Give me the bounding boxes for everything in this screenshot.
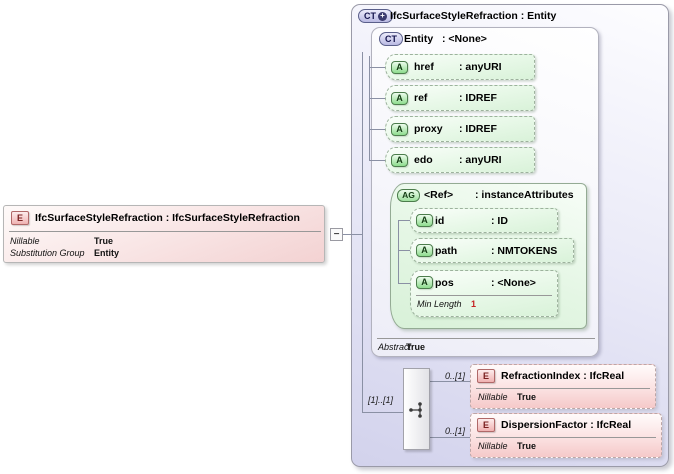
attribute-box-href[interactable]: A href : anyURI bbox=[385, 54, 535, 80]
global-element-title: IfcSurfaceStyleRefraction : IfcSurfaceSt… bbox=[35, 212, 300, 224]
sequence-icon bbox=[409, 402, 422, 418]
attribute-type: : <None> bbox=[491, 277, 536, 289]
attribute-name: path bbox=[435, 245, 458, 257]
attribute-group-type: : instanceAttributes bbox=[475, 189, 574, 201]
nillable-value: True bbox=[517, 441, 537, 451]
connector-line bbox=[369, 98, 387, 99]
attribute-box-path[interactable]: A path : NMTOKENS bbox=[410, 238, 574, 263]
connector-line bbox=[369, 129, 387, 130]
attribute-name: ref bbox=[414, 92, 428, 104]
connector-line bbox=[369, 56, 370, 161]
separator bbox=[377, 338, 595, 339]
child-element-title: DispersionFactor : IfcReal bbox=[501, 419, 632, 431]
global-element-box[interactable]: E IfcSurfaceStyleRefraction : IfcSurface… bbox=[3, 205, 325, 263]
min-length-label: Min Length bbox=[417, 299, 462, 309]
attribute-group-name: <Ref> bbox=[424, 189, 454, 201]
attribute-name: pos bbox=[435, 277, 454, 289]
complex-type-icon: CT bbox=[379, 32, 403, 46]
attribute-type: : anyURI bbox=[459, 154, 502, 166]
attribute-type: : ID bbox=[491, 215, 508, 227]
attribute-type: : anyURI bbox=[459, 61, 502, 73]
attribute-icon: A bbox=[391, 92, 408, 105]
cardinality-label: 0..[1] bbox=[445, 426, 466, 436]
connector-line bbox=[369, 160, 387, 161]
base-type-type: : <None> bbox=[442, 33, 487, 45]
nillable-label: Nillable bbox=[10, 236, 40, 246]
complex-type-icon: CT+ bbox=[358, 9, 393, 23]
connector-line bbox=[430, 437, 470, 438]
separator bbox=[476, 388, 650, 389]
abstract-value: True bbox=[406, 342, 426, 352]
connector-line bbox=[362, 412, 403, 413]
attribute-group-icon: AG bbox=[397, 189, 420, 202]
attribute-name: edo bbox=[414, 154, 433, 166]
attribute-icon: A bbox=[416, 214, 433, 227]
child-element-box-dispersionfactor[interactable]: E DispersionFactor : IfcReal Nillable Tr… bbox=[470, 413, 662, 458]
attribute-icon: A bbox=[391, 61, 408, 74]
child-element-title: RefractionIndex : IfcReal bbox=[501, 370, 625, 382]
connector-line bbox=[369, 67, 387, 68]
attribute-box-proxy[interactable]: A proxy : IDREF bbox=[385, 116, 535, 142]
connector-line bbox=[343, 234, 362, 235]
nillable-label: Nillable bbox=[478, 441, 508, 451]
attribute-type: : IDREF bbox=[459, 123, 497, 135]
nillable-value: True bbox=[517, 392, 537, 402]
attribute-icon: A bbox=[391, 154, 408, 167]
substitution-group-value: Entity bbox=[94, 248, 120, 258]
element-icon: E bbox=[477, 369, 495, 383]
cardinality-label: 0..[1] bbox=[445, 371, 466, 381]
collapse-toggle[interactable]: − bbox=[330, 228, 343, 241]
min-length-value: 1 bbox=[471, 299, 477, 309]
nillable-label: Nillable bbox=[478, 392, 508, 402]
attribute-icon: A bbox=[416, 244, 433, 257]
attribute-box-pos[interactable]: A pos : <None> Min Length 1 bbox=[410, 270, 558, 317]
attribute-box-edo[interactable]: A edo : anyURI bbox=[385, 147, 535, 173]
element-icon: E bbox=[477, 418, 495, 432]
attribute-icon: A bbox=[416, 276, 433, 289]
connector-line bbox=[398, 250, 411, 251]
complex-type-title: IfcSurfaceStyleRefraction : Entity bbox=[390, 10, 557, 22]
sequence-box[interactable] bbox=[403, 368, 430, 450]
attribute-icon: A bbox=[391, 123, 408, 136]
child-element-box-refractionindex[interactable]: E RefractionIndex : IfcReal Nillable Tru… bbox=[470, 364, 656, 409]
element-icon: E bbox=[11, 211, 29, 225]
connector-line bbox=[398, 220, 411, 221]
nillable-value: True bbox=[94, 236, 114, 246]
connector-line bbox=[398, 283, 411, 284]
base-type-name: Entity bbox=[404, 33, 434, 45]
extension-plus-icon: + bbox=[378, 11, 387, 21]
substitution-group-label: Substitution Group bbox=[10, 248, 85, 258]
attribute-name: href bbox=[414, 61, 434, 73]
connector-line bbox=[362, 52, 363, 413]
abstract-label: Abstract bbox=[378, 342, 412, 352]
attribute-type: : IDREF bbox=[459, 92, 497, 104]
separator bbox=[476, 437, 656, 438]
cardinality-label: [1]..[1] bbox=[368, 395, 394, 405]
attribute-box-ref[interactable]: A ref : IDREF bbox=[385, 85, 535, 111]
separator bbox=[9, 231, 321, 232]
attribute-box-id[interactable]: A id : ID bbox=[410, 208, 558, 233]
connector-line bbox=[398, 220, 399, 283]
separator bbox=[416, 295, 552, 296]
attribute-name: id bbox=[435, 215, 445, 227]
connector-line bbox=[430, 381, 470, 382]
attribute-type: : NMTOKENS bbox=[491, 245, 558, 257]
attribute-name: proxy bbox=[414, 123, 443, 135]
